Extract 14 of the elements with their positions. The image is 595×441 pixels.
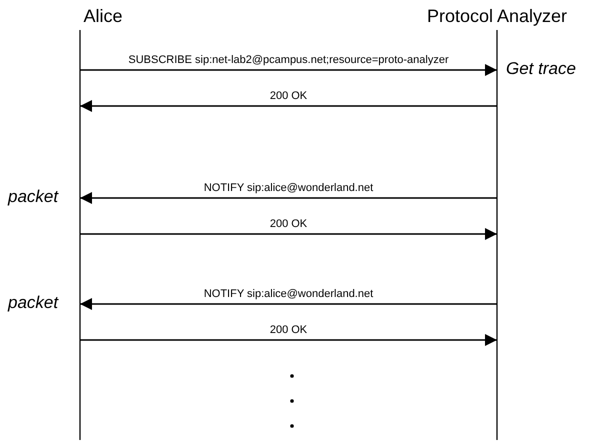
message-label: NOTIFY sip:alice@wonderland.net: [202, 182, 376, 195]
annotation-text: packet: [8, 187, 58, 207]
message-arrow: [80, 298, 497, 310]
annotation-text: packet: [8, 293, 58, 313]
message-arrow: [80, 100, 497, 112]
participant-name: Alice: [84, 6, 122, 27]
message-arrow: [80, 334, 497, 346]
message-arrow: [80, 192, 497, 204]
message-arrow: [80, 64, 497, 76]
message-arrow: [80, 228, 497, 240]
annotation-text: Get trace: [506, 59, 576, 79]
message-label: NOTIFY sip:alice@wonderland.net: [202, 288, 376, 301]
participant-name: Protocol Analyzer: [426, 6, 568, 27]
message-label: SUBSCRIBE sip:net-lab2@pcampus.net;resource=proto-analyzer: [126, 54, 451, 67]
